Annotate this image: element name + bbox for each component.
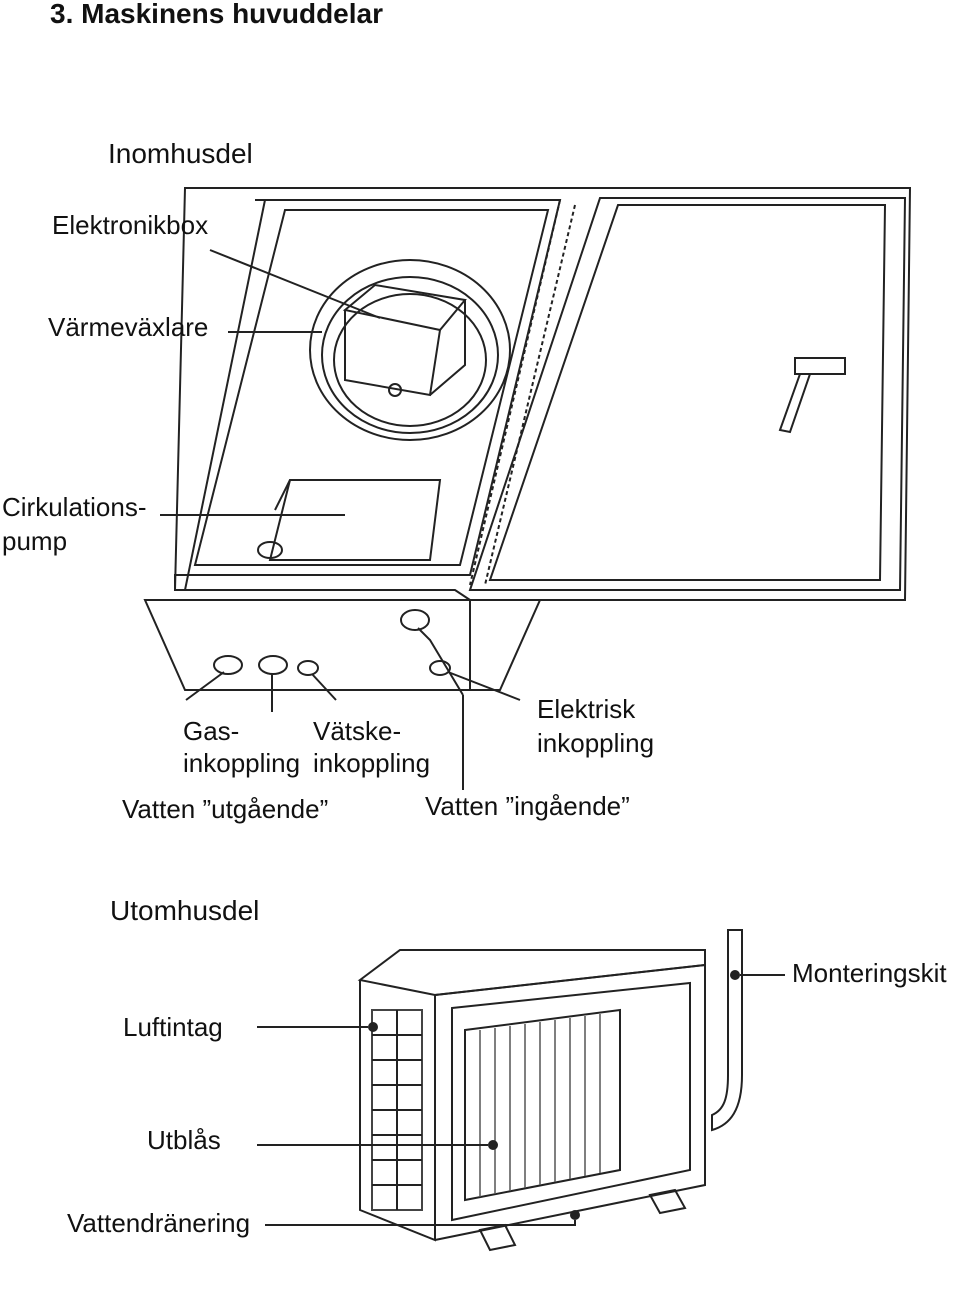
side-vents [371,1009,423,1211]
label-electronics-box: Elektronikbox [52,210,209,240]
label-gas-2: inkoppling [183,748,301,778]
label-water-out: Vatten ”utgående” [122,794,329,824]
label-circulation-pump-2: pump [2,526,68,556]
mounting-pipe [711,929,743,1132]
water-in-port [400,609,430,631]
label-drainage: Vattendränering [67,1208,251,1238]
label-heat-exchanger: Värmeväxlare [48,312,209,342]
outdoor-unit-front [434,963,706,1241]
label-liquid-2: inkoppling [313,748,431,778]
indoor-heading: Inomhusdel [108,138,253,169]
gas-port [213,655,243,675]
door-handle [794,357,846,375]
label-electric-2: inkoppling [537,728,655,758]
door-panel [468,197,907,591]
label-air-intake: Luftintag [123,1012,223,1042]
label-water-in: Vatten ”ingående” [425,791,630,821]
label-mounting-kit: Monteringskit [792,958,947,988]
label-exhaust: Utblås [147,1125,221,1155]
front-grille [451,981,691,1222]
electric-port [429,660,451,676]
circulation-pump [268,479,442,561]
foot-left [478,1223,517,1252]
label-circulation-pump-1: Cirkulations- [2,492,147,522]
indoor-unit-drawing [143,187,912,790]
label-liquid-1: Vätske- [313,716,402,746]
page-title: 3. Maskinens huvuddelar [50,0,383,29]
left-compartment [174,199,562,590]
outdoor-heading: Utomhusdel [110,895,260,926]
label-gas-1: Gas- [183,716,240,746]
label-electric-1: Elektrisk [537,694,636,724]
outdoor-unit-top [357,949,706,997]
heat-exchanger-coil [309,259,511,441]
liquid-port [297,660,319,676]
foot-right [648,1188,687,1215]
